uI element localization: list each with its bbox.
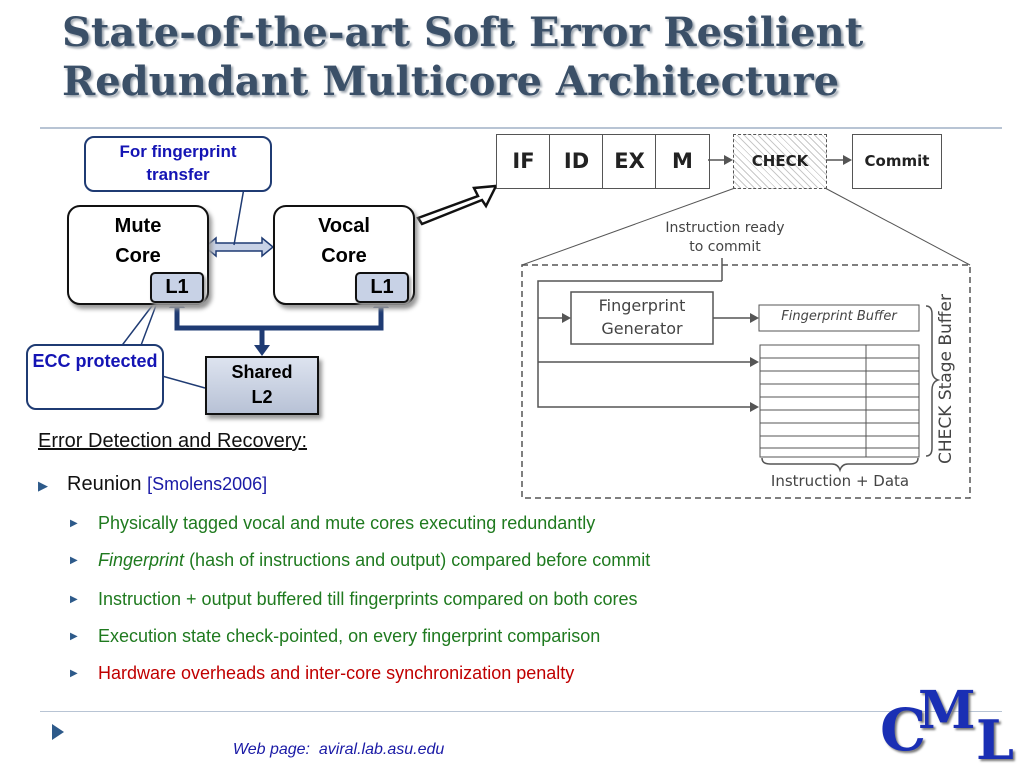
- buffer-table: [759, 344, 920, 458]
- title-line-1: State-of-the-art Soft Error Resilient: [62, 9, 864, 56]
- bullet-triangle-icon: ▶: [38, 478, 48, 493]
- sub-bullet-4: ▶ Execution state check-pointed, on ever…: [70, 626, 600, 647]
- callout-pointer-ecc-3: [161, 375, 206, 389]
- stage-check: CHECK: [733, 134, 827, 189]
- brace-right: [925, 305, 941, 457]
- sub-bullet-2-text: (hash of instructions and output) compar…: [189, 550, 651, 570]
- ecc-callout-text: ECC protected: [32, 351, 158, 371]
- sub-bullet-triangle-icon: ▶: [70, 631, 78, 642]
- fingerprint-callout-text: For fingerprint transfer: [119, 142, 237, 184]
- sub-bullet-5-text: Hardware overheads and inter-core synchr…: [98, 663, 575, 683]
- footer-web-link[interactable]: aviral.lab.asu.edu: [318, 741, 445, 758]
- sub-bullet-3: ▶ Instruction + output buffered till fin…: [70, 589, 637, 610]
- title-line-2: Redundant Multicore Architecture: [62, 58, 840, 105]
- slide-title: State-of-the-art Soft Error Resilient Re…: [62, 8, 1002, 106]
- fingerprint-generator-label: Fingerprint Generator: [598, 296, 686, 338]
- callout-pointer-ecc-2: [139, 299, 159, 349]
- vocal-core: Vocal Core: [273, 205, 415, 305]
- mute-core-label: Mute Core: [114, 215, 162, 267]
- sub-bullet-1: ▶ Physically tagged vocal and mute cores…: [70, 513, 595, 534]
- bullet-reunion: ▶ Reunion [Smolens2006]: [38, 473, 267, 496]
- sub-bullet-4-text: Execution state check-pointed, on every …: [98, 626, 601, 646]
- sub-bullet-2-emphasis: Fingerprint: [98, 550, 185, 570]
- shared-l2-cache: Shared L2: [205, 356, 319, 415]
- bus-arrowhead-l2: [254, 345, 270, 356]
- title-divider: [40, 127, 1002, 129]
- sub-bullet-triangle-icon: ▶: [70, 555, 78, 566]
- reunion-citation: [Smolens2006]: [147, 474, 268, 494]
- footer-divider: [40, 711, 1002, 712]
- footer-web-page: Web page: aviral.lab.asu.edu: [224, 723, 444, 759]
- l1-cache-mute: L1: [150, 272, 204, 303]
- l1-cache-vocal: L1: [355, 272, 409, 303]
- instruction-data-label: Instruction + Data: [770, 472, 910, 490]
- cml-logo: C M L: [880, 680, 1020, 772]
- sub-bullet-5: ▶ Hardware overheads and inter-core sync…: [70, 663, 574, 684]
- sub-bullet-1-text: Physically tagged vocal and mute cores e…: [98, 513, 596, 533]
- sub-bullet-triangle-icon: ▶: [70, 668, 78, 679]
- sub-bullet-2: ▶ Fingerprint (hash of instructions and …: [70, 550, 650, 571]
- fingerprint-buffer-label: Fingerprint Buffer: [781, 309, 897, 324]
- footer-play-icon: [52, 724, 64, 740]
- stage-m: M: [655, 134, 710, 189]
- instruction-ready-label: Instruction ready to commit: [665, 220, 785, 255]
- cml-logo-m: M: [918, 680, 976, 741]
- cml-logo-c: C: [880, 696, 927, 764]
- check-stage-buffer-label: CHECK Stage Buffer: [936, 294, 956, 464]
- sub-bullet-triangle-icon: ▶: [70, 518, 78, 529]
- stage-ex: EX: [602, 134, 657, 189]
- footer-web-label: Web page:: [232, 741, 310, 758]
- callout-pointer-ecc-1: [119, 297, 159, 349]
- cml-logo-l: L: [976, 708, 1014, 772]
- stage-commit: Commit: [852, 134, 942, 189]
- shared-l2-label: Shared L2: [231, 362, 293, 407]
- reunion-text: Reunion: [67, 473, 142, 495]
- vocal-core-label: Vocal Core: [318, 215, 370, 267]
- stage-if: IF: [496, 134, 551, 189]
- section-heading-text: Error Detection and Recovery:: [38, 430, 308, 452]
- section-heading: Error Detection and Recovery:: [38, 430, 307, 453]
- zoom-arrow: [416, 184, 499, 226]
- ecc-callout: ECC protected: [26, 344, 164, 410]
- fingerprint-callout: For fingerprint transfer: [84, 136, 272, 192]
- l1-l2-bus: [174, 304, 384, 331]
- sub-bullet-3-text: Instruction + output buffered till finge…: [98, 589, 638, 609]
- fingerprint-generator-box: [570, 291, 714, 345]
- sub-bullet-triangle-icon: ▶: [70, 594, 78, 605]
- fingerprint-buffer-box: [758, 304, 920, 332]
- brace-bottom: [761, 457, 919, 473]
- stage-id: ID: [549, 134, 604, 189]
